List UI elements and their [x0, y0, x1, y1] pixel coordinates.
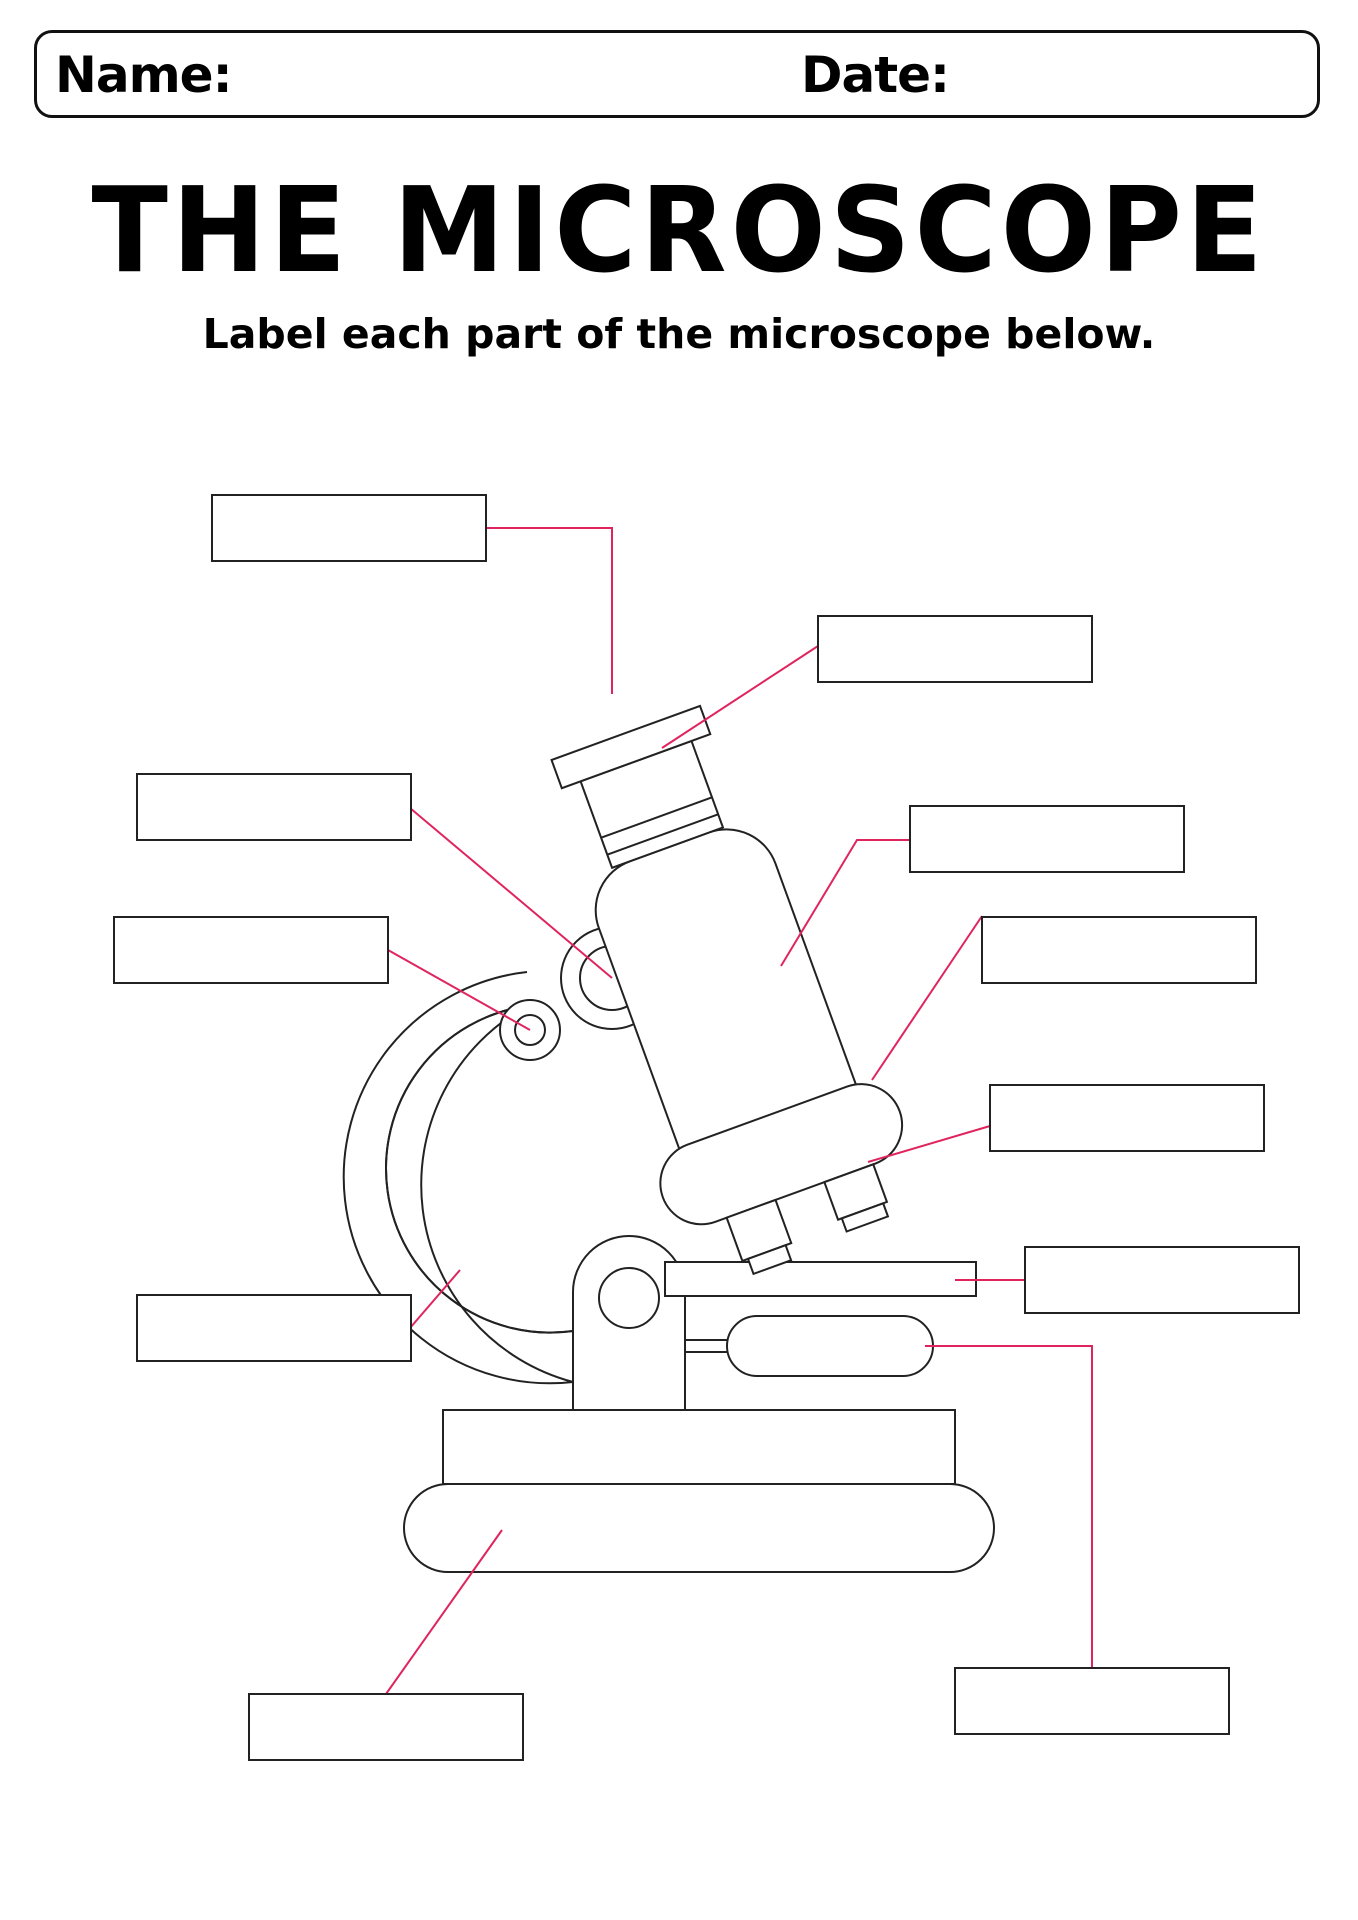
base-top	[442, 1409, 956, 1485]
name-label: Name:	[55, 46, 233, 104]
microscope-base	[403, 1409, 995, 1573]
leader-lines	[385, 527, 1093, 1695]
label-box-eyepiece	[211, 494, 487, 562]
microscope-pillar	[572, 1235, 686, 1411]
label-box-body-tube	[817, 615, 1093, 683]
body-tube	[550, 704, 904, 1276]
name-date-header: Name: Date:	[34, 30, 1320, 118]
label-box-diaphragm	[954, 1667, 1230, 1735]
label-box-fine-focus	[113, 916, 389, 984]
label-box-stage	[1024, 1246, 1300, 1314]
label-box-base	[248, 1693, 524, 1761]
stage-clip-knob	[598, 1267, 660, 1329]
date-label: Date:	[801, 46, 950, 104]
label-box-coarse-focus	[136, 773, 412, 841]
stage	[664, 1261, 977, 1297]
label-box-arm	[136, 1294, 412, 1362]
diaphragm	[685, 1315, 934, 1377]
page-title: THE MICROSCOPE	[91, 162, 1267, 300]
microscope-arm	[342, 971, 574, 1410]
label-box-objective	[989, 1084, 1265, 1152]
label-boxes	[113, 494, 1300, 1761]
revolving-nosepiece	[659, 1083, 904, 1226]
instructions: Label each part of the microscope below.	[202, 310, 1156, 358]
label-box-arm-tube	[909, 805, 1185, 873]
label-box-nosepiece	[981, 916, 1257, 984]
base-foot	[403, 1483, 995, 1573]
